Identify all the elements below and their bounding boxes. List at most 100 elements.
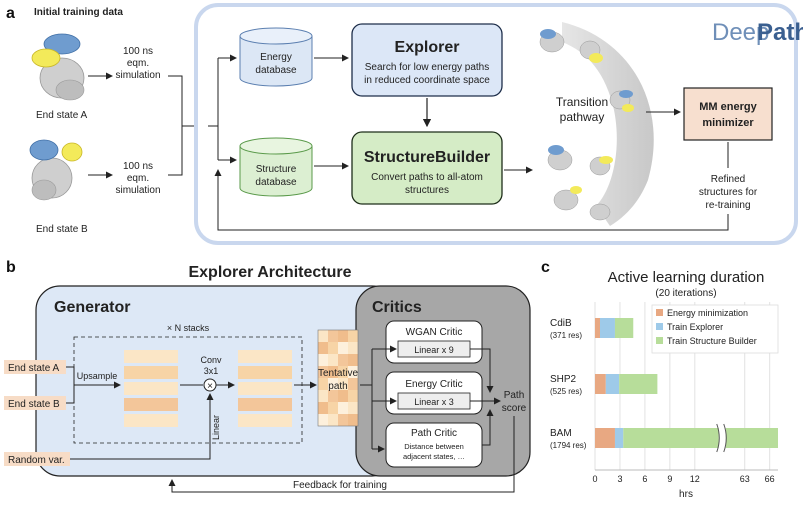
path-critic-desc-1: Distance between (404, 442, 464, 451)
transition-label-2: pathway (560, 110, 605, 124)
end-state-b-label: End state B (36, 224, 88, 235)
tentative-cell (348, 330, 358, 342)
panel-label-a: a (6, 5, 15, 22)
conv-label-1: Conv (200, 355, 222, 365)
x-tick-label: 66 (765, 474, 775, 484)
bar-segment (614, 318, 634, 338)
critics-title: Critics (372, 299, 422, 316)
explorer-box (351, 23, 503, 97)
legend-label: Train Explorer (667, 322, 723, 332)
input-state-b-bg (4, 396, 66, 410)
mm-label-1: MM energy (699, 101, 757, 113)
tentative-cell (338, 354, 348, 366)
path-score-2: score (502, 403, 527, 414)
axis-break-mark (723, 423, 727, 453)
tentative-cell (318, 342, 328, 354)
input-state-b: End state B (8, 399, 60, 410)
refined-1: Refined (711, 174, 745, 185)
upsample-label: Upsample (77, 371, 118, 381)
input-state-a-bg (4, 360, 66, 374)
legend-swatch (656, 309, 663, 316)
protein-structure-a (31, 33, 85, 101)
feedback-training-line (168, 416, 515, 493)
category-sublabel: (1794 res) (550, 441, 587, 450)
x-tick-label: 9 (667, 474, 672, 484)
energy-linear-label: Linear x 3 (414, 397, 454, 407)
end-state-a-label: End state A (36, 110, 87, 121)
sim-a-line1: 100 ns (123, 46, 153, 57)
input-state-a: End state A (8, 363, 59, 374)
category-label: BAM (550, 428, 572, 439)
bar-segment (605, 374, 620, 394)
tentative-cell (338, 366, 348, 378)
tentative-cell (318, 330, 328, 342)
structure-db-line2: database (255, 177, 297, 188)
tentative-cell (328, 378, 338, 390)
x-tick-label: 63 (740, 474, 750, 484)
tentative-cell (348, 378, 358, 390)
tentative-cell (338, 342, 348, 354)
category-label: SHP2 (550, 374, 577, 385)
split-lines (208, 57, 234, 161)
feature-block-left (124, 350, 178, 427)
tentative-cell (348, 390, 358, 402)
energy-db-line2: database (255, 65, 297, 76)
stacks-label: × N stacks (167, 323, 210, 333)
active-learning-chart: Active learning duration(20 iterations)0… (550, 269, 779, 500)
merge-bracket (168, 75, 183, 176)
transition-pathway-arc (562, 22, 654, 226)
bar-segment (599, 318, 615, 338)
sim-b-line2: eqm. (127, 173, 149, 184)
sim-b-line1: 100 ns (123, 161, 153, 172)
tentative-cell (328, 342, 338, 354)
tentative-cell (318, 402, 328, 414)
structure-builder-title: StructureBuilder (364, 149, 490, 166)
explorer-desc-1: Search for low energy paths (365, 62, 490, 73)
chart-subtitle: (20 iterations) (655, 288, 716, 299)
generator-title: Generator (54, 299, 130, 316)
mm-label-2: minimizer (702, 117, 754, 129)
logo-path: Path (757, 19, 803, 46)
pathway-structures (539, 29, 634, 221)
structure-builder-desc-1: Convert paths to all-atom (371, 172, 483, 183)
initial-data-title: Initial training data (34, 7, 123, 18)
x-tick-label: 6 (642, 474, 647, 484)
tentative-label-1: Tentative (318, 368, 358, 379)
x-axis-label: hrs (679, 489, 693, 500)
tentative-cell (318, 390, 328, 402)
legend-swatch (656, 323, 663, 330)
tentative-cell (338, 414, 348, 426)
tentative-cell (348, 366, 358, 378)
sim-b-line3: simulation (115, 185, 160, 196)
bar-segment (595, 318, 600, 338)
tentative-cell (318, 366, 328, 378)
structure-database (239, 137, 313, 197)
tentative-cell (318, 354, 328, 366)
bar-segment (595, 374, 606, 394)
panel-label-b: b (6, 259, 16, 276)
wgan-linear-label: Linear x 9 (414, 345, 454, 355)
tentative-cell (348, 342, 358, 354)
input-random-bg (4, 452, 70, 466)
x-tick-label: 12 (690, 474, 700, 484)
multiply-symbol: × (207, 381, 213, 392)
tentative-cell (338, 390, 348, 402)
feature-block-right (238, 350, 292, 427)
structure-builder-box (351, 131, 503, 205)
sim-a-line3: simulation (115, 70, 160, 81)
random-linear-path (70, 393, 214, 460)
legend-label: Train Structure Builder (667, 336, 757, 346)
stack-dashed-box (73, 336, 303, 444)
bar-segment (619, 374, 658, 394)
legend-box (651, 304, 779, 354)
tentative-cell (348, 402, 358, 414)
refined-2: structures for (699, 187, 758, 198)
explorer-title: Explorer (395, 39, 460, 56)
explorer-desc-2: in reduced coordinate space (364, 75, 490, 86)
logo-deep: Deep (712, 19, 769, 46)
bar-segment (595, 428, 615, 448)
axis-break-mark (716, 423, 720, 453)
wgan-to-score (470, 348, 494, 393)
path-critic-to-score (482, 409, 494, 446)
